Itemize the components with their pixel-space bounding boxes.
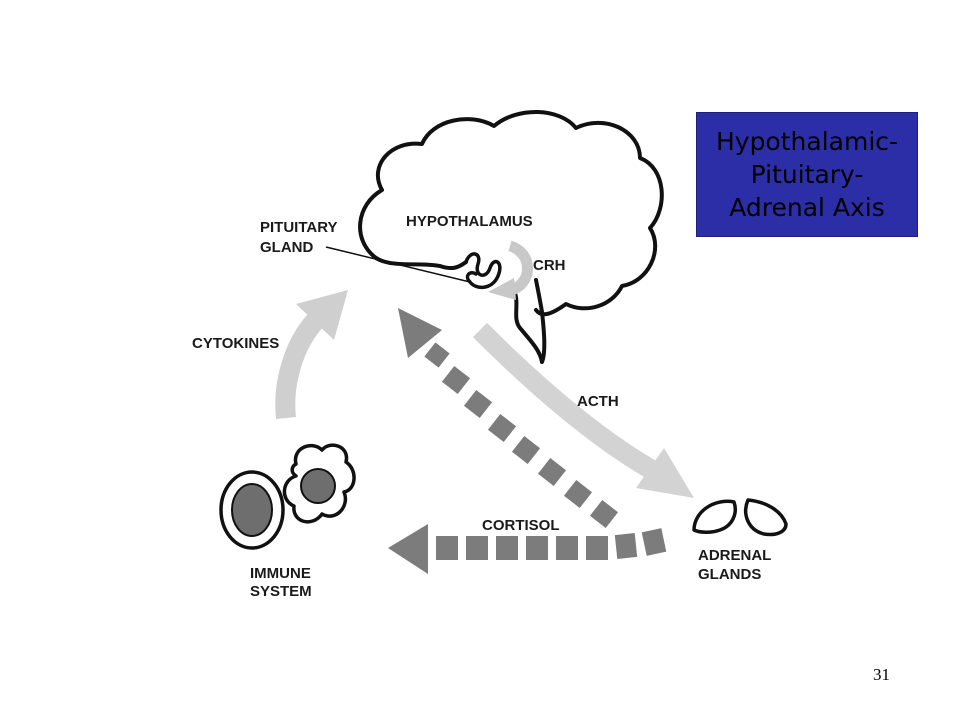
pituitary-shape [464, 252, 502, 290]
label-adrenal-line1: ADRENAL [698, 547, 771, 564]
cortisol-brain-arrowhead [398, 308, 442, 358]
label-immune-line2: SYSTEM [250, 583, 312, 600]
adrenal-glands [692, 498, 788, 537]
pituitary-pointer-line [325, 246, 471, 283]
label-cortisol: CORTISOL [482, 517, 560, 534]
slide-title-line1: Hypothalamic- [715, 127, 899, 156]
adrenal-gland-left [692, 499, 737, 534]
page-number: 31 [873, 665, 890, 684]
brain-outline [358, 110, 664, 317]
cytokines-arrowhead [296, 290, 348, 340]
slide-title-line2: Pituitary- [750, 160, 864, 189]
adrenal-gland-right [743, 498, 788, 537]
immune-cells [219, 443, 356, 550]
slide-title-line3: Adrenal Axis [729, 193, 885, 222]
cortisol-to-brain-arrow [398, 308, 619, 529]
brainstem [512, 278, 547, 364]
label-pituitary-line2: GLAND [260, 239, 313, 256]
label-pituitary-line1: PITUITARY [260, 219, 338, 236]
acth-arrowhead [636, 448, 694, 498]
label-cytokines: CYTOKINES [192, 335, 279, 352]
cytokines-arrow-shaft [275, 310, 326, 420]
label-crh: CRH [533, 257, 566, 274]
immune-cell-irregular-nucleus [300, 468, 336, 504]
crh-arrowhead [488, 278, 516, 300]
acth-arrow-shaft [472, 322, 657, 479]
cortisol-immune-arrowhead [388, 524, 428, 574]
immune-cell-oval-nucleus [231, 483, 273, 537]
label-immune-line1: IMMUNE [250, 565, 311, 582]
label-hypothalamus: HYPOTHALAMUS [406, 213, 533, 230]
cortisol-to-immune-arrow [388, 524, 667, 574]
crh-circular-arrow [507, 240, 533, 296]
slide-title-box: Hypothalamic- Pituitary- Adrenal Axis [696, 112, 918, 237]
label-acth: ACTH [577, 393, 619, 410]
label-adrenal-line2: GLANDS [698, 566, 761, 583]
